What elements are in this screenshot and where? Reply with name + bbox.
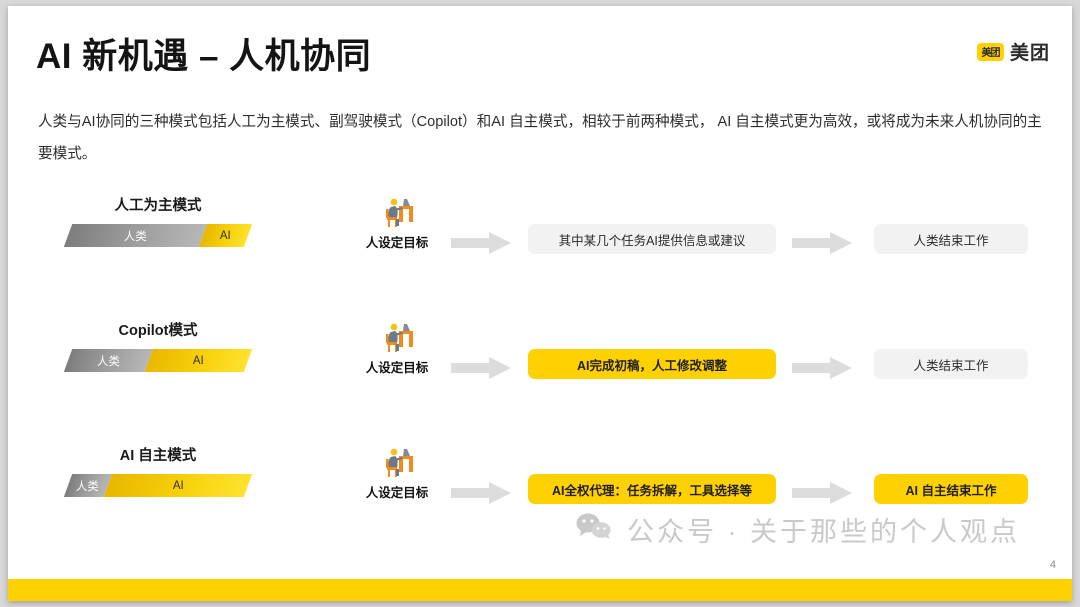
human-ai-split-bar: 人类 AI [63, 349, 253, 372]
brand-logo-name: 美团 [1009, 43, 1050, 64]
actor-block: 人设定目标 [360, 446, 434, 501]
lead-paragraph: 人类与AI协同的三种模式包括人工为主模式、副驾驶模式（Copilot）和AI 自… [38, 114, 1042, 162]
person-at-desk-icon [360, 446, 434, 480]
arrow-right-icon [792, 357, 852, 379]
watermark: 公众号 · 关于那些的个人观点 [575, 510, 1020, 549]
bar-segment-human-label: 人类 [76, 480, 100, 493]
bar-segment-ai-label: AI [172, 479, 184, 492]
mode-title: AI 自主模式 [119, 448, 197, 464]
person-at-desk-icon [360, 196, 434, 230]
process-box-end[interactable]: 人类结束工作 [874, 349, 1028, 379]
process-box-middle[interactable]: 其中某几个任务AI提供信息或建议 [528, 224, 776, 254]
brand-logo-badge: 美团 [976, 42, 1004, 61]
bar-segment-human: 人类 [63, 224, 208, 247]
human-ai-split-bar: 人类 AI [63, 224, 253, 247]
mode-title: Copilot模式 [118, 323, 198, 339]
bar-segment-ai-label: AI [220, 229, 231, 242]
actor-label: 人设定目标 [365, 236, 429, 250]
human-ai-split-bar: 人类 AI [63, 474, 253, 497]
footer-accent-bar [8, 579, 1072, 601]
arrow-right-icon [792, 232, 852, 254]
process-box-end[interactable]: 人类结束工作 [874, 224, 1028, 254]
actor-block: 人设定目标 [360, 196, 434, 251]
actor-label: 人设定目标 [365, 361, 429, 375]
arrow-right-icon [451, 357, 511, 379]
mode-title: 人工为主模式 [114, 198, 202, 214]
bar-segment-ai: AI [103, 474, 253, 497]
brand-logo: 美团 美团 [976, 38, 1050, 65]
bar-segment-human-label: 人类 [97, 355, 120, 368]
mode-row: 人工为主模式 人类 AI [8, 186, 1072, 306]
process-box-end[interactable]: AI 自主结束工作 [874, 474, 1028, 504]
actor-label: 人设定目标 [365, 486, 429, 500]
arrow-right-icon [792, 482, 852, 504]
bar-segment-ai: AI [144, 349, 253, 372]
arrow-right-icon [451, 482, 511, 504]
page-title: AI 新机遇 – 人机协同 [36, 37, 372, 76]
bar-segment-human-label: 人类 [124, 230, 147, 243]
bar-segment-human: 人类 [63, 349, 154, 372]
bar-segment-ai: AI [198, 224, 253, 247]
wechat-icon [575, 512, 613, 547]
process-box-middle[interactable]: AI完成初稿，人工修改调整 [528, 349, 776, 379]
mode-row: AI 自主模式 人类 AI [8, 436, 1072, 556]
arrow-right-icon [451, 232, 511, 254]
bar-segment-ai-label: AI [193, 354, 204, 367]
page-number: 4 [1049, 559, 1056, 571]
mode-row: Copilot模式 人类 AI [8, 311, 1072, 431]
slide-canvas: AI 新机遇 – 人机协同 美团 美团 人类与AI协同的三种模式包括人工为主模式… [8, 6, 1072, 601]
person-at-desk-icon [360, 321, 434, 355]
process-box-middle[interactable]: AI全权代理：任务拆解，工具选择等 [528, 474, 776, 504]
watermark-text: 公众号 · 关于那些的个人观点 [627, 517, 1020, 547]
actor-block: 人设定目标 [360, 321, 434, 376]
